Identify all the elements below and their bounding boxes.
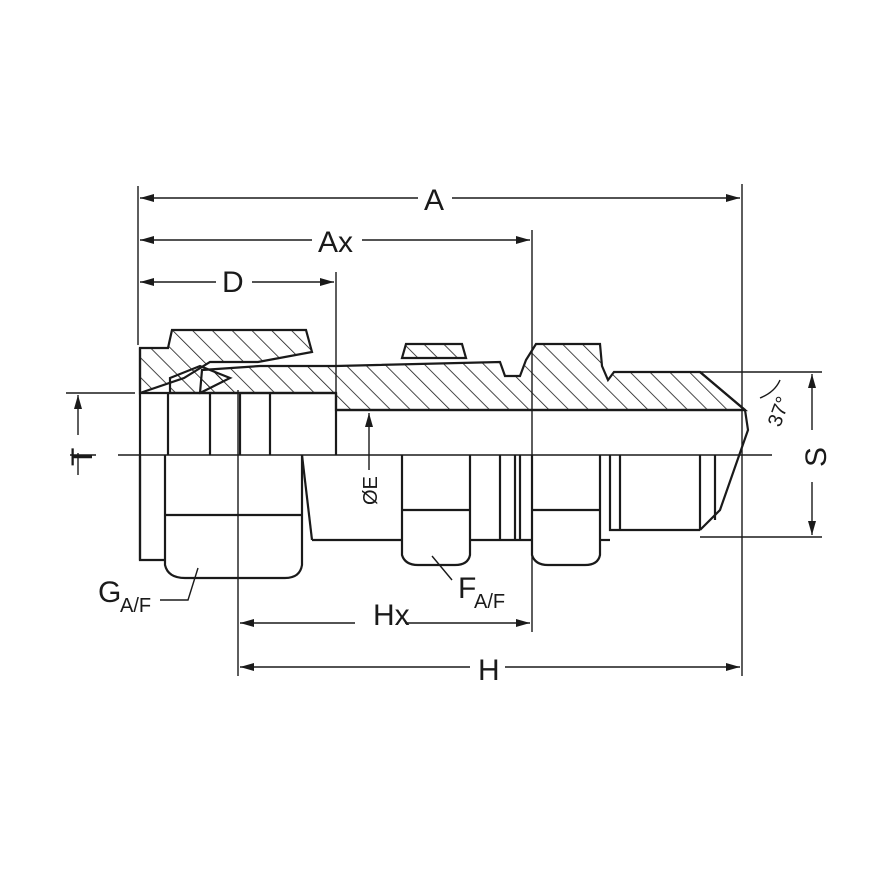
label-A: A (424, 184, 444, 217)
lock-hex-F (400, 455, 522, 567)
label-S: S (800, 447, 833, 467)
label-H: H (478, 654, 500, 687)
label-angle: 37° (764, 394, 795, 430)
nut-hex-G (138, 454, 314, 580)
label-F: F A/F (458, 572, 505, 613)
nut-section (138, 328, 314, 395)
dimension-T (70, 395, 96, 475)
angle-arc (759, 379, 781, 399)
leader-G (160, 567, 199, 601)
extension-lines (66, 184, 822, 676)
threaded-end (608, 455, 717, 532)
label-D: D (222, 266, 244, 299)
svg-text:A/F: A/F (120, 595, 151, 617)
label-Ax: Ax (318, 226, 353, 259)
label-T: T (66, 448, 99, 466)
svg-text:A/F: A/F (474, 591, 505, 613)
label-Hx: Hx (373, 599, 410, 632)
svg-text:G: G (98, 576, 121, 609)
leader-F (431, 555, 453, 581)
label-G: G A/F (98, 576, 151, 617)
svg-text:F: F (458, 572, 476, 605)
body-hex (530, 455, 610, 567)
label-E: ØE (360, 476, 382, 505)
